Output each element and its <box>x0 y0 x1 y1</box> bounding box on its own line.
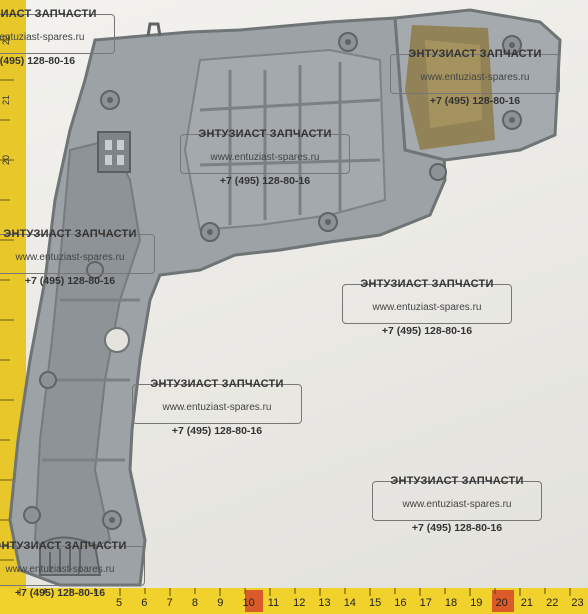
watermark-title: ЭНТУЗИАСТ ЗАПЧАСТИ <box>198 128 332 140</box>
ruler-number: 12 <box>293 597 306 609</box>
watermark-url: www.entuziast-spares.ru <box>15 252 125 263</box>
watermark-phone: +7 (495) 128-80-16 <box>219 175 311 187</box>
watermark-url: www.entuziast-spares.ru <box>402 499 512 510</box>
bottom-ruler <box>0 588 588 614</box>
watermark-title: ЭНТУЗИАСТ ЗАПЧАСТИ <box>390 475 524 487</box>
ruler-number: 22 <box>546 597 559 609</box>
ruler-number: 9 <box>217 597 224 609</box>
watermark-title: ЭНТУЗИАСТ ЗАПЧАСТИ <box>408 48 542 60</box>
ruler-number: 13 <box>318 597 331 609</box>
watermark-url: www.entuziast-spares.ru <box>5 564 115 575</box>
ruler-number: 8 <box>191 597 199 609</box>
watermark: ЭНТУЗИАСТ ЗАПЧАСТИ www.entuziast-spares.… <box>342 278 512 337</box>
watermark: ЭНТУЗИАСТ ЗАПЧАСТИ www.entuziast-spares.… <box>0 228 155 287</box>
ruler-number: 19 <box>470 597 483 609</box>
watermark-phone: +7 (495) 128-80-16 <box>429 95 521 107</box>
ruler-number: 14 <box>343 597 356 609</box>
ruler-number: 23 <box>571 597 584 609</box>
watermark: ЭНТУЗИАСТ ЗАПЧАСТИ www.entuziast-spares.… <box>132 378 302 437</box>
watermark-phone: +7 (495) 128-80-16 <box>171 425 263 437</box>
side-ruler-number: 21 <box>1 94 11 105</box>
watermark-phone: +7 (495) 128-80-16 <box>24 275 116 287</box>
watermark: ЭНТУЗИАСТ ЗАПЧАСТИ www.entuziast-spares.… <box>180 128 350 187</box>
watermark: ЭНТУЗИАСТ ЗАПЧАСТИ www.entuziast-spares.… <box>372 475 542 534</box>
ruler-number: 15 <box>369 597 382 609</box>
ruler-number: 21 <box>520 597 534 609</box>
watermark-phone: +7 (495) 128-80-16 <box>381 325 473 337</box>
watermark: ЭНТУЗИАСТ ЗАПЧАСТИ www.entuziast-spares.… <box>0 540 145 599</box>
trigger-hole <box>104 327 130 353</box>
switch-pocket <box>97 131 131 173</box>
watermark-url: www.entuziast-spares.ru <box>0 32 85 43</box>
watermark-phone: +7 (495) 128-80-16 <box>411 522 503 534</box>
ruler-number: 18 <box>444 597 458 609</box>
ruler-number: 7 <box>166 597 173 609</box>
watermark-title: ЭНТУЗИАСТ ЗАПЧАСТИ <box>150 378 284 390</box>
watermark-title: ЭНТУЗИАСТ ЗАПЧАСТИ <box>3 228 137 240</box>
ruler-number: 11 <box>267 597 280 609</box>
watermark-url: www.entuziast-spares.ru <box>420 72 530 83</box>
watermark-url: www.entuziast-spares.ru <box>210 152 320 163</box>
ruler-number: 5 <box>116 597 123 609</box>
watermark: ЭНТУЗИАСТ ЗАПЧАСТИ www.entuziast-spares.… <box>390 48 560 107</box>
ruler-number: 16 <box>394 597 407 609</box>
side-ruler-number: 20 <box>1 154 11 165</box>
watermark-title: ЭНТУЗИАСТ ЗАПЧАСТИ <box>0 8 97 20</box>
watermark-phone: +7 (495) 128-80-16 <box>0 55 76 67</box>
ruler-number: 6 <box>141 597 148 609</box>
watermark: ЭНТУЗИАСТ ЗАПЧАСТИ www.entuziast-spares.… <box>0 8 115 67</box>
watermark-title: ЭНТУЗИАСТ ЗАПЧАСТИ <box>360 278 494 290</box>
watermark-title: ЭНТУЗИАСТ ЗАПЧАСТИ <box>0 540 127 552</box>
ruler-number: 20 <box>495 597 508 609</box>
watermark-url: www.entuziast-spares.ru <box>162 402 272 413</box>
ruler-number: 10 <box>242 597 255 609</box>
watermark-url: www.entuziast-spares.ru <box>372 302 482 313</box>
watermark-phone: +7 (495) 128-80-16 <box>14 587 106 599</box>
ruler-number: 17 <box>419 597 432 609</box>
